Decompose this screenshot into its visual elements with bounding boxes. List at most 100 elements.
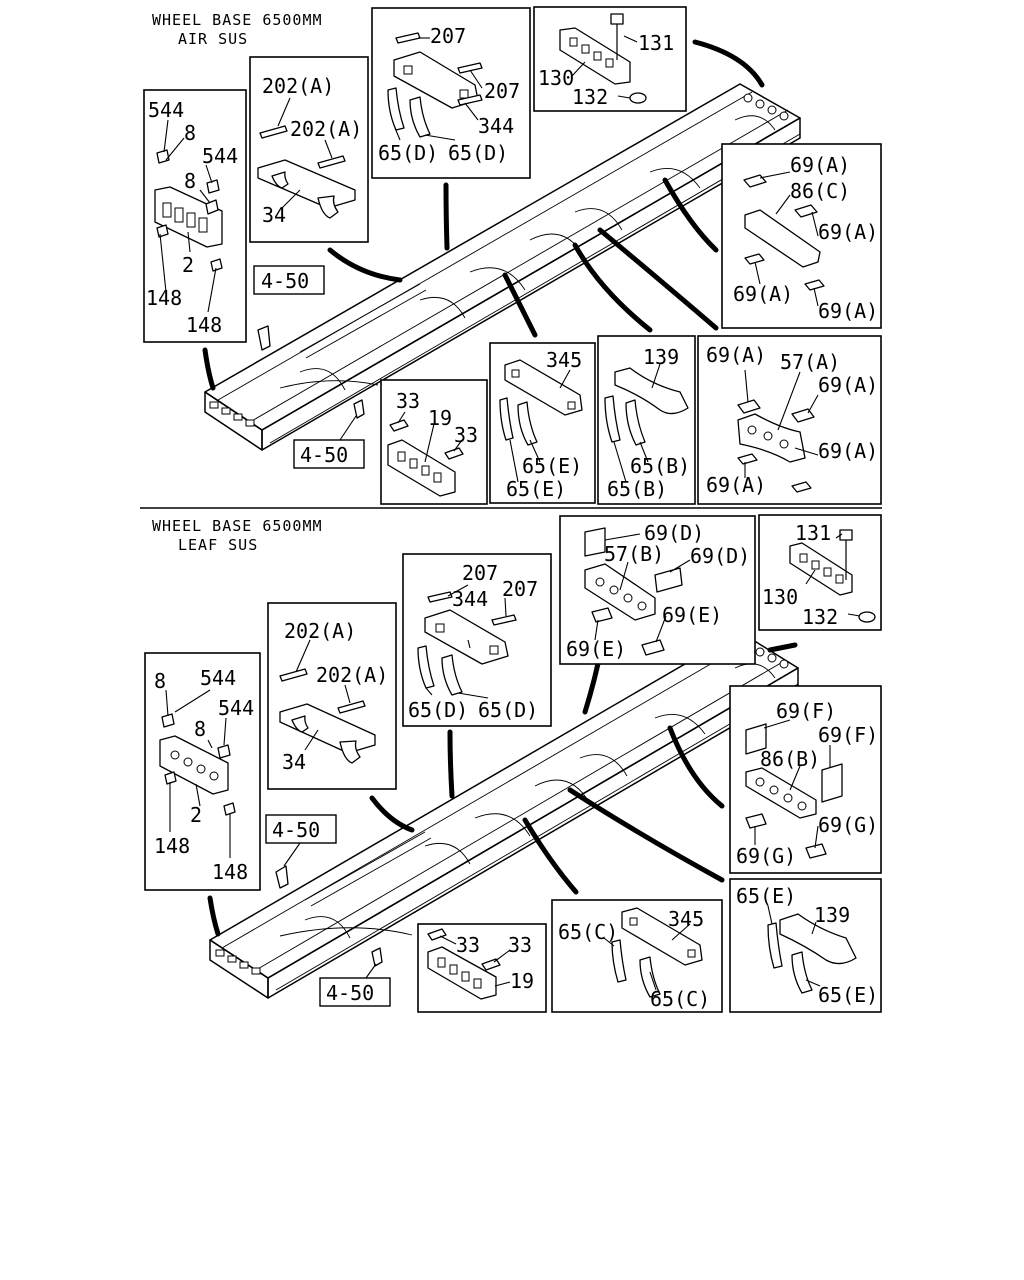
- box-cross-member-19: 33 33 19: [417, 923, 547, 1013]
- section-header-line1: WHEEL BASE 6500MM: [152, 517, 323, 535]
- callout-69a: 69(A): [818, 299, 878, 323]
- callout-8: 8: [184, 121, 196, 145]
- callout-33: 33: [508, 933, 532, 957]
- callout-2: 2: [190, 803, 202, 827]
- callout-131: 131: [795, 521, 831, 545]
- callout-33: 33: [456, 933, 480, 957]
- callout-544: 544: [202, 144, 238, 168]
- callout-207: 207: [502, 577, 538, 601]
- callout-57b: 57(B): [604, 542, 664, 566]
- callout-207: 207: [462, 561, 498, 585]
- callout-344: 344: [478, 114, 514, 138]
- box-cross-member-57b: 69(D) 57(B) 69(D) 69(E) 69(E): [559, 515, 756, 665]
- section-header-line2: AIR SUS: [178, 30, 248, 48]
- reference-label: 4-50: [261, 269, 309, 293]
- callout-65e: 65(E): [736, 884, 796, 908]
- reference-4-50-upper: 4-50: [253, 265, 325, 351]
- callout-2: 2: [182, 253, 194, 277]
- box-end-member: 131 130 132: [533, 6, 687, 112]
- callout-69d: 69(D): [644, 521, 704, 545]
- callout-curves: [207, 642, 798, 937]
- box-cross-member-front: 8 544 544 8 2 148 148: [144, 652, 261, 891]
- box-cross-member-139: 139 65(B) 65(B): [597, 335, 696, 505]
- callout-65b: 65(B): [630, 454, 690, 478]
- callout-202a: 202(A): [290, 117, 362, 141]
- callout-65d: 65(D): [478, 698, 538, 722]
- callout-57a: 57(A): [780, 350, 840, 374]
- callout-65d: 65(D): [378, 141, 438, 165]
- callout-202a: 202(A): [284, 619, 356, 643]
- reference-4-50-lower: 4-50: [319, 947, 391, 1007]
- callout-65c: 65(C): [558, 920, 618, 944]
- callout-69a: 69(A): [733, 282, 793, 306]
- box-cross-member-139: 65(E) 139 65(E): [729, 878, 882, 1013]
- section-header-line1: WHEEL BASE 6500MM: [152, 11, 323, 29]
- callout-69f: 69(F): [818, 723, 878, 747]
- callout-65d: 65(D): [408, 698, 468, 722]
- callout-207: 207: [430, 24, 466, 48]
- section-air-sus: WHEEL BASE 6500MM AIR SUS: [143, 6, 882, 505]
- callout-130: 130: [538, 66, 574, 90]
- callout-148: 148: [146, 286, 182, 310]
- section-leaf-sus: WHEEL BASE 6500MM LEAF SUS: [144, 514, 882, 1013]
- callout-69e: 69(E): [566, 637, 626, 661]
- callout-65d: 65(D): [448, 141, 508, 165]
- box-cross-member-34: 202(A) 202(A) 34: [249, 56, 369, 243]
- callout-65b: 65(B): [607, 477, 667, 501]
- chassis-frame: [204, 83, 801, 451]
- callout-69a: 69(A): [818, 373, 878, 397]
- callout-curves: [202, 39, 765, 391]
- box-cross-member-86c: 69(A) 86(C) 69(A) 69(A) 69(A): [721, 143, 882, 329]
- section-header-line2: LEAF SUS: [178, 536, 258, 554]
- callout-65e: 65(E): [818, 983, 878, 1007]
- callout-202a: 202(A): [316, 663, 388, 687]
- callout-69a: 69(A): [706, 343, 766, 367]
- callout-86c: 86(C): [790, 179, 850, 203]
- frame-front-holes: [209, 401, 255, 427]
- callout-148: 148: [186, 313, 222, 337]
- callout-69g: 69(G): [736, 844, 796, 868]
- callout-19: 19: [510, 969, 534, 993]
- reference-label: 4-50: [300, 443, 348, 467]
- callout-130: 130: [762, 585, 798, 609]
- callout-69a: 69(A): [818, 439, 878, 463]
- callout-34: 34: [282, 750, 306, 774]
- callout-148: 148: [212, 860, 248, 884]
- box-cross-member-344: 207 207 344 65(D) 65(D): [371, 7, 531, 179]
- callout-69f: 69(F): [776, 699, 836, 723]
- callout-132: 132: [802, 605, 838, 629]
- box-cross-member-344: 207 207 344 65(D) 65(D): [402, 553, 552, 727]
- box-cross-member-front: 544 8 544 8 2 148 148: [143, 89, 247, 343]
- frame-front-holes: [215, 949, 261, 975]
- callout-69a: 69(A): [790, 153, 850, 177]
- reference-4-50-lower: 4-50: [293, 399, 365, 469]
- callout-33: 33: [454, 423, 478, 447]
- callout-69e: 69(E): [662, 603, 722, 627]
- box-end-member: 131 130 132: [758, 514, 882, 631]
- callout-69g: 69(G): [818, 813, 878, 837]
- callout-544: 544: [200, 666, 236, 690]
- callout-8: 8: [194, 717, 206, 741]
- box-cross-member-345: 345 65(E) 65(E): [489, 342, 596, 504]
- callout-202a: 202(A): [262, 74, 334, 98]
- reference-label: 4-50: [326, 981, 374, 1005]
- callout-34: 34: [262, 203, 286, 227]
- callout-139: 139: [643, 345, 679, 369]
- callout-65e: 65(E): [506, 477, 566, 501]
- callout-65c: 65(C): [650, 987, 710, 1011]
- callout-86b: 86(B): [760, 747, 820, 771]
- box-cross-member-57a: 69(A) 57(A) 69(A) 69(A) 69(A): [697, 335, 882, 505]
- box-cross-member-34: 202(A) 202(A) 34: [267, 602, 397, 790]
- callout-345: 345: [546, 348, 582, 372]
- callout-544: 544: [148, 98, 184, 122]
- callout-33: 33: [396, 389, 420, 413]
- callout-69a: 69(A): [818, 220, 878, 244]
- box-cross-member-19: 33 19 33: [380, 379, 488, 505]
- callout-148: 148: [154, 834, 190, 858]
- callout-8: 8: [154, 669, 166, 693]
- callout-139: 139: [814, 903, 850, 927]
- box-cross-member-345: 345 65(C) 65(C): [551, 899, 723, 1013]
- reference-4-50-upper: 4-50: [265, 814, 337, 889]
